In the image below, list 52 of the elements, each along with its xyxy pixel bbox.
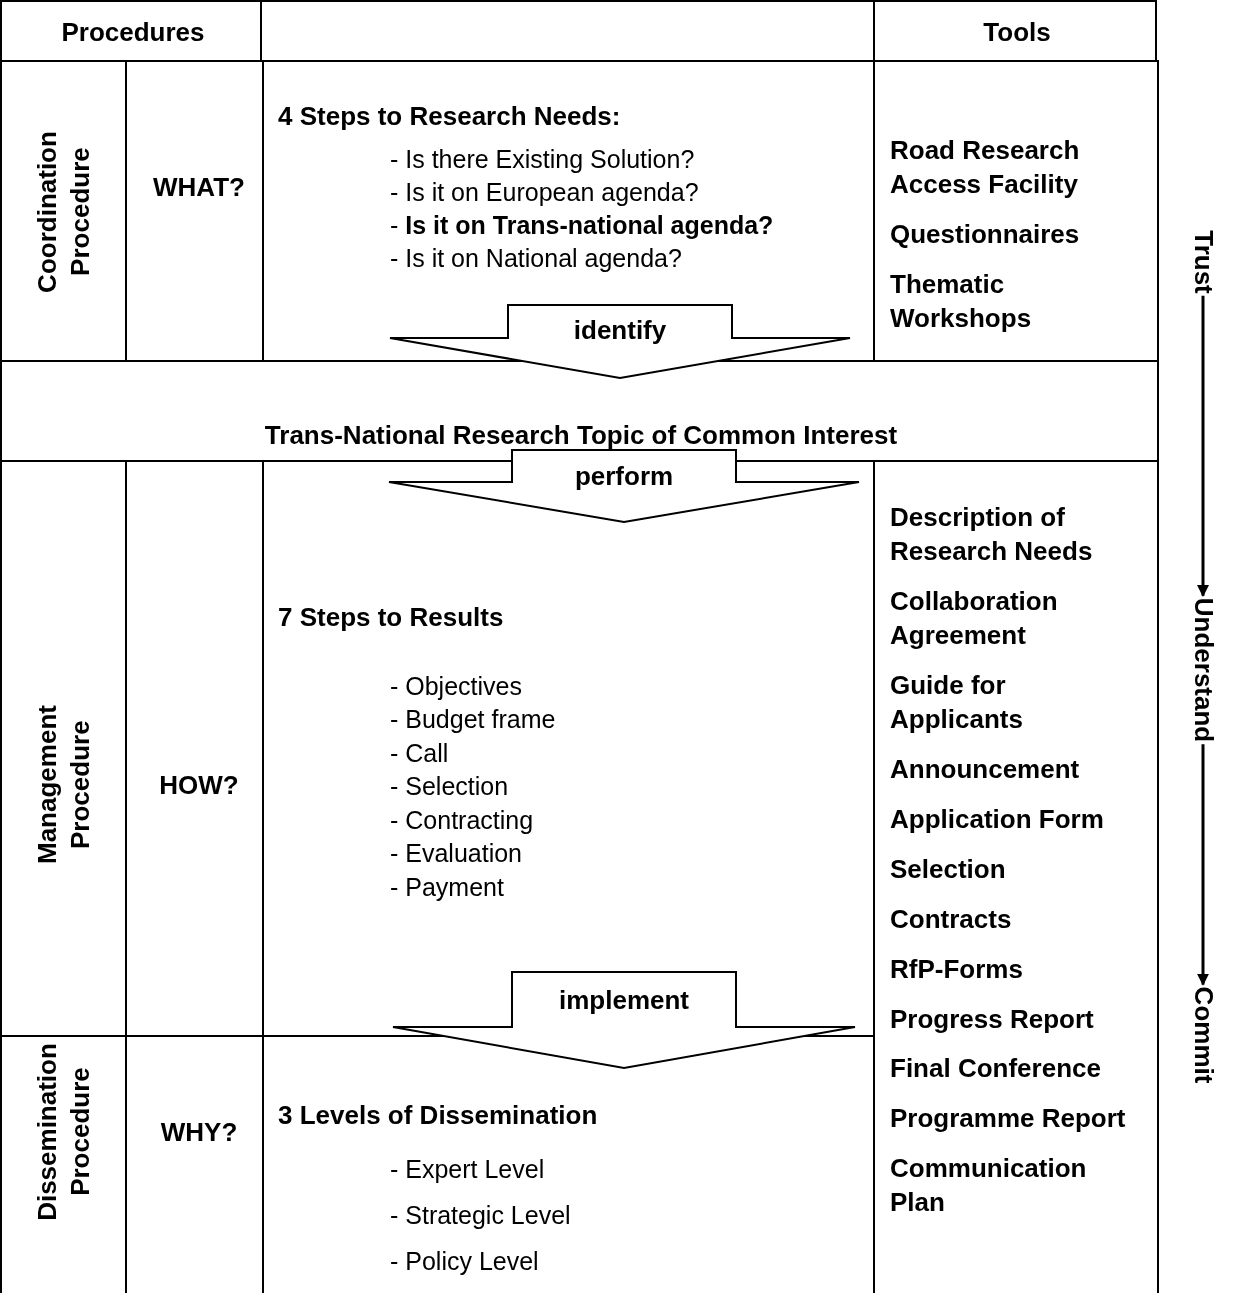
stage-label: Understand [1187, 597, 1220, 743]
stage-label: Commit [1187, 986, 1220, 1084]
tool-name: Communication Plan [890, 1152, 1088, 1219]
list-item: - Evaluation [390, 838, 523, 869]
tool-name: Questionnaires [890, 218, 1081, 251]
list-item: - Is it on European agenda? [390, 177, 699, 208]
list-item: - Selection [390, 771, 509, 802]
tool-name: Description of Research Needs [890, 501, 1094, 568]
edge-label: identify [573, 314, 667, 346]
tool-name: RfP-Forms [890, 953, 1024, 986]
cell-heading: HOW? [159, 768, 239, 802]
tool-name: Thematic Workshops [890, 268, 1033, 335]
stage-label: Trust [1187, 230, 1220, 294]
tool-name: Selection [890, 853, 1007, 886]
list-heading: 7 Steps to Results [278, 601, 504, 634]
list-heading: 4 Steps to Research Needs: [278, 100, 621, 133]
list-item: - Payment [390, 872, 504, 903]
row-heading: Dissemination Procedure [31, 1043, 96, 1221]
list-item: - Is it on Trans-national agenda? [390, 210, 774, 241]
tool-name: Contracts [890, 903, 1013, 936]
cell-heading: WHAT? [153, 170, 245, 204]
row-heading: Coordination Procedure [31, 131, 96, 293]
cell-heading: WHY? [160, 1115, 238, 1149]
block-arrow [389, 304, 851, 379]
tool-name: Progress Report [890, 1003, 1095, 1036]
tool-name: Guide for Applicants [890, 669, 1024, 736]
arrow [1197, 744, 1209, 986]
tool-name: Road Research Access Facility [890, 134, 1081, 201]
list-item: - Objectives [390, 671, 522, 702]
list-item: - Policy Level [390, 1246, 539, 1277]
cell-heading: Tools [983, 15, 1051, 49]
list-item: - Is it on National agenda? [390, 243, 682, 274]
list-item: - Budget frame [390, 704, 556, 735]
tool-name: Collaboration Agreement [890, 585, 1059, 652]
tool-name: Final Conference [890, 1052, 1102, 1085]
cell-heading: Trans-National Research Topic of Common Interest [264, 418, 898, 452]
edge-label: perform [574, 460, 674, 492]
block-arrow [388, 449, 860, 523]
block-arrow [392, 971, 856, 1069]
list-heading: 3 Levels of Dissemination [278, 1099, 598, 1132]
cell-heading: Procedures [61, 15, 205, 49]
edge-label: implement [559, 984, 689, 1016]
list-item: - Is there Existing Solution? [390, 144, 695, 175]
list-item: - Expert Level [390, 1154, 545, 1185]
tool-name: Programme Report [890, 1102, 1127, 1135]
arrow [1197, 295, 1209, 597]
tool-name: Announcement [890, 753, 1081, 786]
list-item: - Call [390, 738, 449, 769]
tool-name: Application Form [890, 803, 1105, 836]
list-item: - Strategic Level [390, 1200, 571, 1231]
list-item: - Contracting [390, 805, 534, 836]
row-heading: Management Procedure [31, 704, 96, 867]
